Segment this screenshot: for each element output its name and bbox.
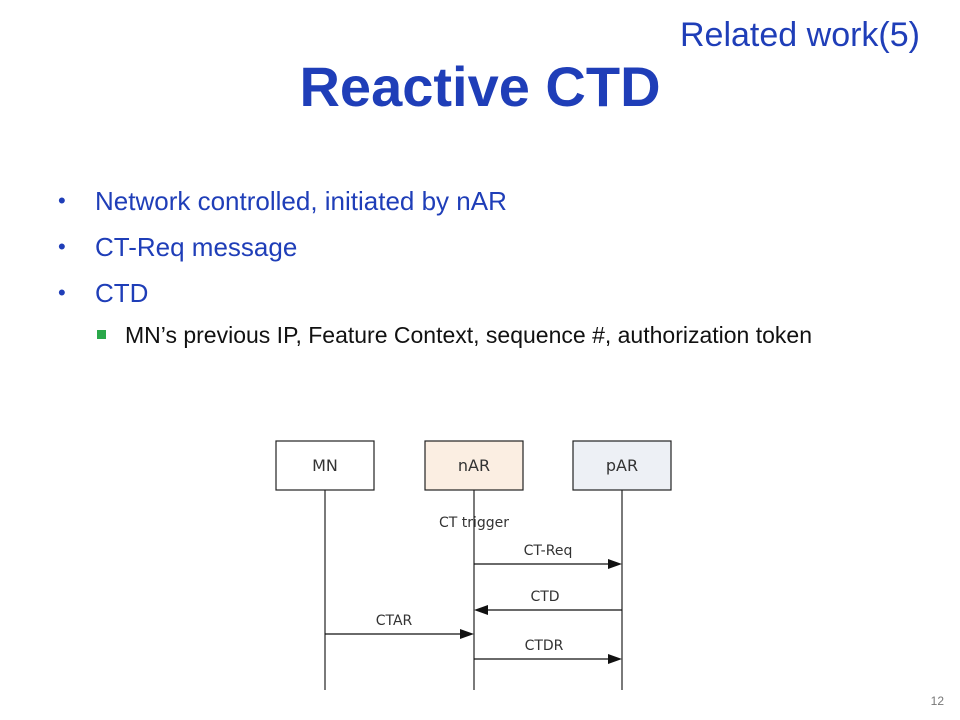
bullet-dot: • [58,280,66,305]
page-title: Reactive CTD [299,55,661,118]
arrowhead [474,605,488,615]
bullet-list: • Network controlled, initiated by nAR •… [58,178,918,350]
sub-bullet-item: MN’s previous IP, Feature Context, seque… [58,320,918,350]
message-label-ctdr: CTDR [525,638,564,654]
arrowhead [608,654,622,664]
bullet-text: Network controlled, initiated by nAR [95,186,507,216]
page-number: 12 [930,694,944,708]
bullet-item: • CTD [58,270,918,316]
bullet-dot: • [58,188,66,213]
arrowhead [608,559,622,569]
sub-bullet-text: MN’s previous IP, Feature Context, seque… [125,322,812,348]
bullet-item: • CT-Req message [58,224,918,270]
bullet-text: CT-Req message [95,232,298,262]
message-label-ctar: CTAR [376,613,413,629]
square-bullet-icon [97,330,106,339]
bullet-item: • Network controlled, initiated by nAR [58,178,918,224]
bullet-dot: • [58,234,66,259]
entity-box-par [572,440,672,491]
corner-title: Related work(5) [680,16,920,54]
message-label-ct-req: CT-Req [524,543,573,559]
entity-label-nar: nAR [458,456,490,475]
entity-box-mn [275,440,375,491]
entity-label-mn: MN [312,456,338,475]
bullet-text: CTD [95,278,149,308]
ct-trigger-label: CT trigger [439,515,509,531]
arrowhead [460,629,474,639]
entity-label-par: pAR [606,456,638,475]
entity-box-nar [424,440,524,491]
message-label-ctd: CTD [530,589,559,605]
